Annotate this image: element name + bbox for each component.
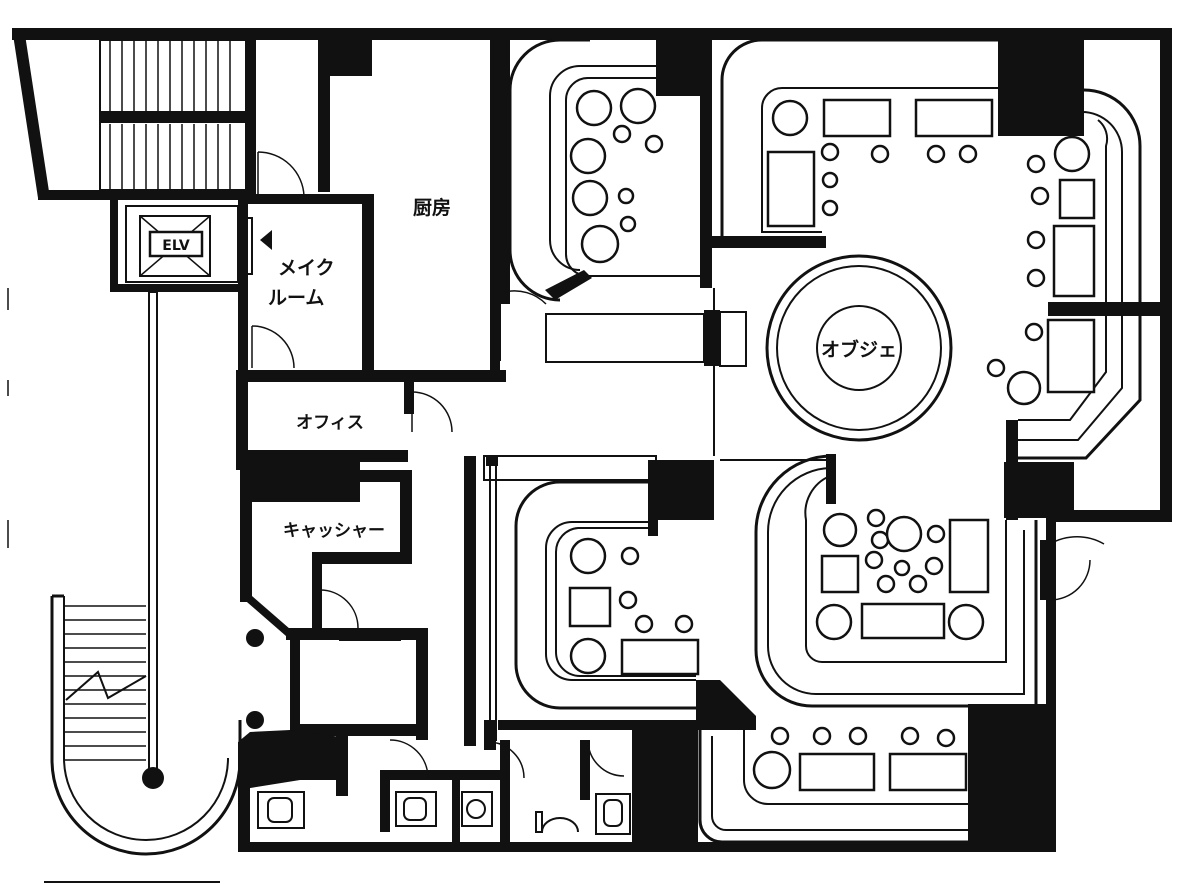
booth-bottom-left-seats bbox=[568, 537, 700, 676]
booth-bottom-strip-seats bbox=[752, 726, 968, 792]
make-room-label-line1: メイク bbox=[278, 257, 335, 279]
booth-top-left bbox=[500, 38, 712, 305]
corridor bbox=[464, 310, 747, 746]
outer-walls bbox=[12, 28, 1172, 852]
booth-top-right-seats bbox=[766, 98, 1096, 406]
office-label: オフィス bbox=[296, 413, 364, 433]
service-rooms: 厨房 メイク ルーム bbox=[236, 40, 506, 382]
elevator-label: ELV bbox=[162, 238, 190, 254]
top-staircase bbox=[99, 39, 247, 191]
booth-bottom-left bbox=[486, 456, 756, 730]
cashier-label: キャッシャー bbox=[283, 521, 385, 541]
booth-bottom-strip bbox=[632, 704, 1046, 852]
objet-label: オブジェ bbox=[821, 338, 897, 361]
cashier-room: キャッシャー bbox=[240, 456, 412, 636]
elevator: ELV bbox=[110, 200, 245, 292]
booth-bottom-right bbox=[754, 454, 1105, 708]
handrail bbox=[142, 291, 164, 789]
booth-top-left-seats bbox=[569, 87, 664, 264]
partitions bbox=[484, 288, 830, 750]
margin-marks bbox=[7, 288, 220, 883]
booth-top-right bbox=[708, 38, 1160, 520]
restrooms bbox=[238, 628, 631, 846]
kitchen-label: 厨房 bbox=[413, 196, 451, 219]
bottom-staircase bbox=[50, 594, 242, 856]
objet-area: オブジェ bbox=[765, 254, 953, 442]
booth-bottom-right-seats bbox=[815, 508, 990, 641]
make-room-label-line2: ルーム bbox=[268, 287, 324, 309]
office-room: オフィス bbox=[236, 370, 453, 470]
